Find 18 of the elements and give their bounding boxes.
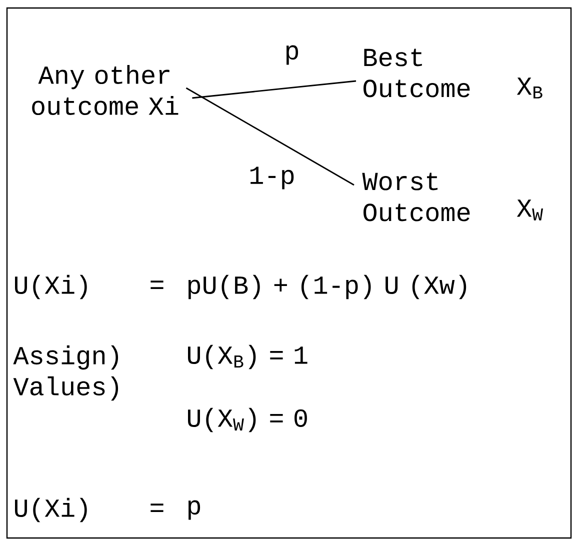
formula-text: p — [188, 500, 200, 520]
outcome-text: Best Outcome — [364, 48, 470, 98]
formula-text: U(Xi) — [15, 498, 87, 522]
outcome-text: Worst Outcome — [362, 172, 470, 222]
formula-text: pU(B) + (1-p) U (Xw) — [188, 274, 466, 300]
branch-line — [186, 87, 354, 186]
formula-text: U(X$_{B}$) = 1 — [188, 344, 308, 370]
probability-label: p — [283, 44, 301, 66]
equals-sign: = — [150, 504, 164, 512]
symbol-label: X$_{B}$ — [516, 78, 542, 98]
note-text: Assign) Values) — [13, 345, 118, 401]
symbol-label: X$_{W}$ — [516, 200, 543, 220]
outcome-text: Any other outcome Xi — [32, 64, 178, 116]
equals-sign: = — [150, 280, 164, 290]
formula-text: U(Xi) — [15, 274, 87, 300]
probability-label: 1-p — [248, 166, 296, 190]
branch-line — [192, 80, 356, 99]
formula-text: U(X$_{W}$) = 0 — [188, 408, 307, 432]
